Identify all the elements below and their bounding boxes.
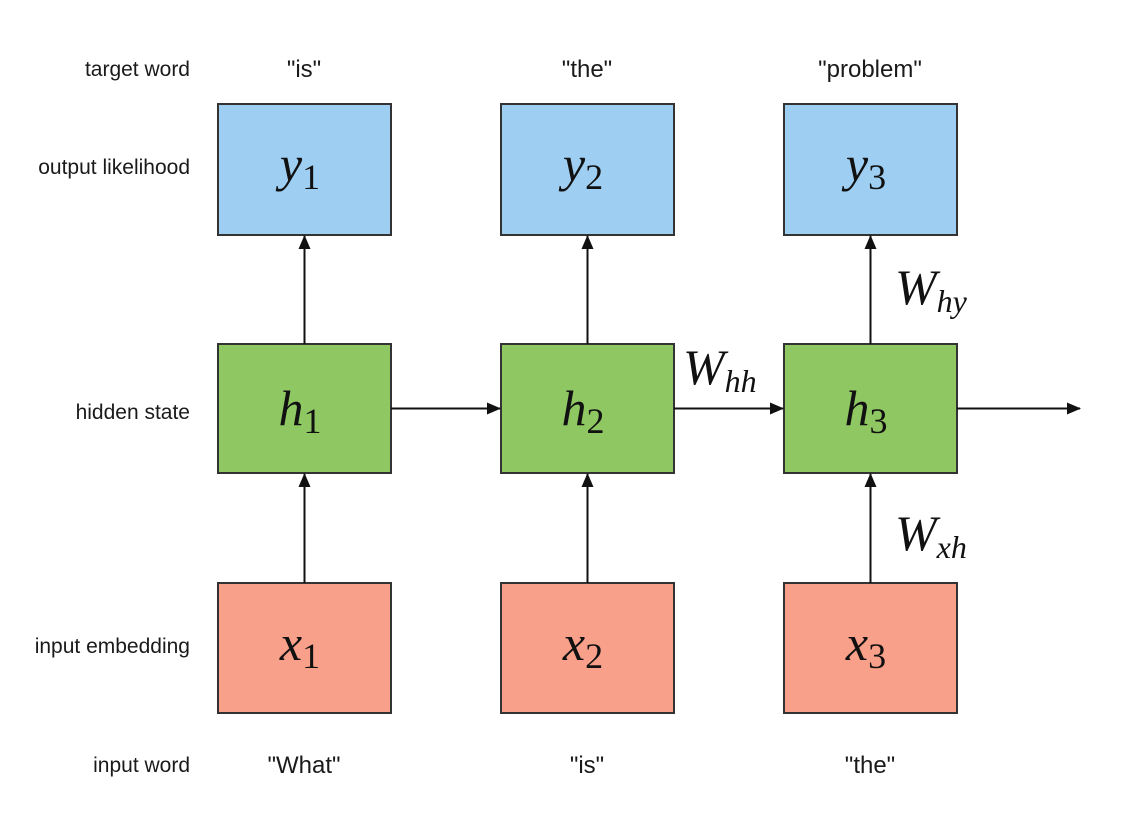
- row-label-input-word: input word: [93, 754, 190, 777]
- input-box-1: [217, 582, 392, 714]
- output-symbol-2: y2: [558, 136, 603, 197]
- input-box-2: [500, 582, 675, 714]
- output-symbol-1: y1: [275, 136, 320, 197]
- input-word-3: "the": [845, 752, 895, 779]
- output-box-1: [217, 103, 392, 236]
- hidden-box-2: [500, 343, 675, 474]
- output-symbol-3: y3: [841, 136, 886, 197]
- row-label-input-embedding: input embedding: [35, 635, 190, 658]
- weight-label-whh: Whh: [683, 339, 757, 399]
- input-symbol-3: x3: [845, 615, 886, 676]
- hidden-symbol-1: h1: [279, 380, 322, 441]
- target-word-2: "the": [562, 56, 612, 83]
- row-label-target-word: target word: [85, 58, 190, 81]
- input-word-2: "is": [570, 752, 604, 779]
- target-word-3: "problem": [818, 56, 922, 83]
- input-word-1: "What": [267, 752, 340, 779]
- output-box-2: [500, 103, 675, 236]
- hidden-box-1: [217, 343, 392, 474]
- hidden-box-3: [783, 343, 958, 474]
- row-label-output-likelihood: output likelihood: [38, 156, 190, 179]
- input-box-3: [783, 582, 958, 714]
- target-word-1: "is": [287, 56, 321, 83]
- input-symbol-1: x1: [279, 615, 320, 676]
- hidden-symbol-2: h2: [562, 380, 605, 441]
- hidden-symbol-3: h3: [845, 380, 888, 441]
- output-box-3: [783, 103, 958, 236]
- weight-label-wxh: Wxh: [895, 505, 967, 565]
- input-symbol-2: x2: [562, 615, 603, 676]
- weight-label-why: Why: [895, 259, 968, 319]
- row-label-hidden-state: hidden state: [76, 401, 190, 424]
